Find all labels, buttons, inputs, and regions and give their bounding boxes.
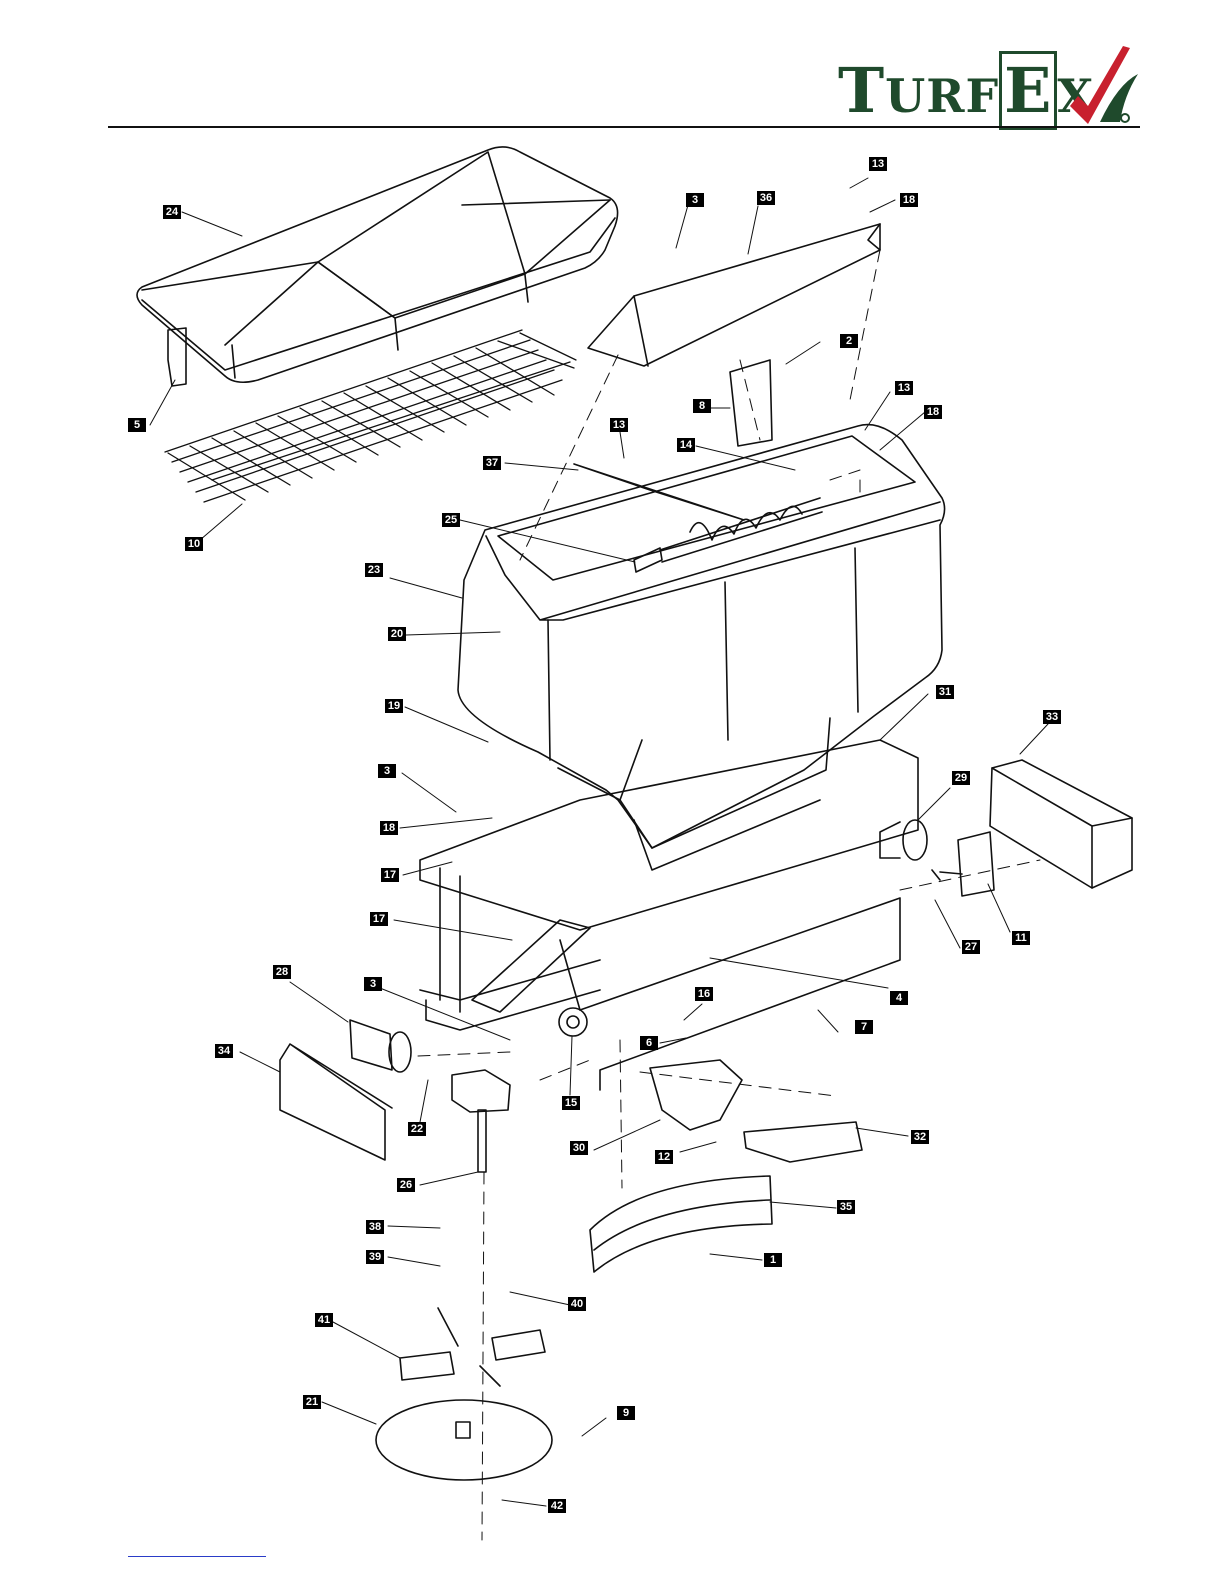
callout-41: 41 (315, 1313, 333, 1327)
callout-10: 10 (185, 537, 203, 551)
motor-29 (880, 820, 927, 860)
callout-18: 18 (924, 405, 942, 419)
callout-5: 5 (128, 418, 146, 432)
callout-1: 1 (764, 1253, 782, 1267)
callout-8: 8 (693, 399, 711, 413)
callout-6: 6 (640, 1036, 658, 1050)
motor-28 (350, 1020, 411, 1072)
hopper-lid (137, 147, 618, 386)
callout-30: 30 (570, 1141, 588, 1155)
callout-38: 38 (366, 1220, 384, 1234)
callout-20: 20 (388, 627, 406, 641)
frame (420, 740, 918, 1090)
chute-30 (650, 1060, 742, 1130)
callout-34: 34 (215, 1044, 233, 1058)
spinner-fins-41 (400, 1308, 545, 1386)
callout-13: 13 (895, 381, 913, 395)
callout-42: 42 (548, 1499, 566, 1513)
callout-33: 33 (1043, 710, 1061, 724)
callout-13: 13 (610, 418, 628, 432)
gearbox-11 (932, 832, 994, 896)
bearing-15 (559, 1008, 587, 1036)
callout-17: 17 (381, 868, 399, 882)
callout-19: 19 (385, 699, 403, 713)
footer-link-underline[interactable] (128, 1556, 266, 1557)
callout-18: 18 (900, 193, 918, 207)
callout-11: 11 (1012, 931, 1030, 945)
callout-24: 24 (163, 205, 181, 219)
callout-27: 27 (962, 940, 980, 954)
callout-36: 36 (757, 191, 775, 205)
callout-40: 40 (568, 1297, 586, 1311)
auger (634, 498, 822, 572)
callout-2: 2 (840, 334, 858, 348)
callout-26: 26 (397, 1178, 415, 1192)
callout-21: 21 (303, 1395, 321, 1409)
callout-25: 25 (442, 513, 460, 527)
callout-17: 17 (370, 912, 388, 926)
callout-37: 37 (483, 456, 501, 470)
callout-23: 23 (365, 563, 383, 577)
callout-32: 32 (911, 1130, 929, 1144)
callout-3: 3 (364, 977, 382, 991)
callout-15: 15 (562, 1096, 580, 1110)
shield-34 (280, 1044, 392, 1160)
callout-16: 16 (695, 987, 713, 1001)
callout-4: 4 (890, 991, 908, 1005)
callout-9: 9 (617, 1406, 635, 1420)
callout-7: 7 (855, 1020, 873, 1034)
baffle (588, 224, 880, 446)
callout-14: 14 (677, 438, 695, 452)
deflector (574, 464, 744, 520)
callout-12: 12 (655, 1150, 673, 1164)
bracket-32 (744, 1122, 862, 1162)
spinner-21 (376, 1400, 552, 1480)
callout-18: 18 (380, 821, 398, 835)
gearbox-22 (452, 1070, 510, 1112)
callout-22: 22 (408, 1122, 426, 1136)
shaft-26 (478, 1110, 486, 1172)
grate (165, 330, 576, 502)
callout-3: 3 (378, 764, 396, 778)
callout-13: 13 (869, 157, 887, 171)
callout-35: 35 (837, 1200, 855, 1214)
motor-cover (990, 760, 1132, 888)
callout-3: 3 (686, 193, 704, 207)
callout-28: 28 (273, 965, 291, 979)
callout-39: 39 (366, 1250, 384, 1264)
callout-31: 31 (936, 685, 954, 699)
callout-29: 29 (952, 771, 970, 785)
hopper (458, 425, 945, 870)
